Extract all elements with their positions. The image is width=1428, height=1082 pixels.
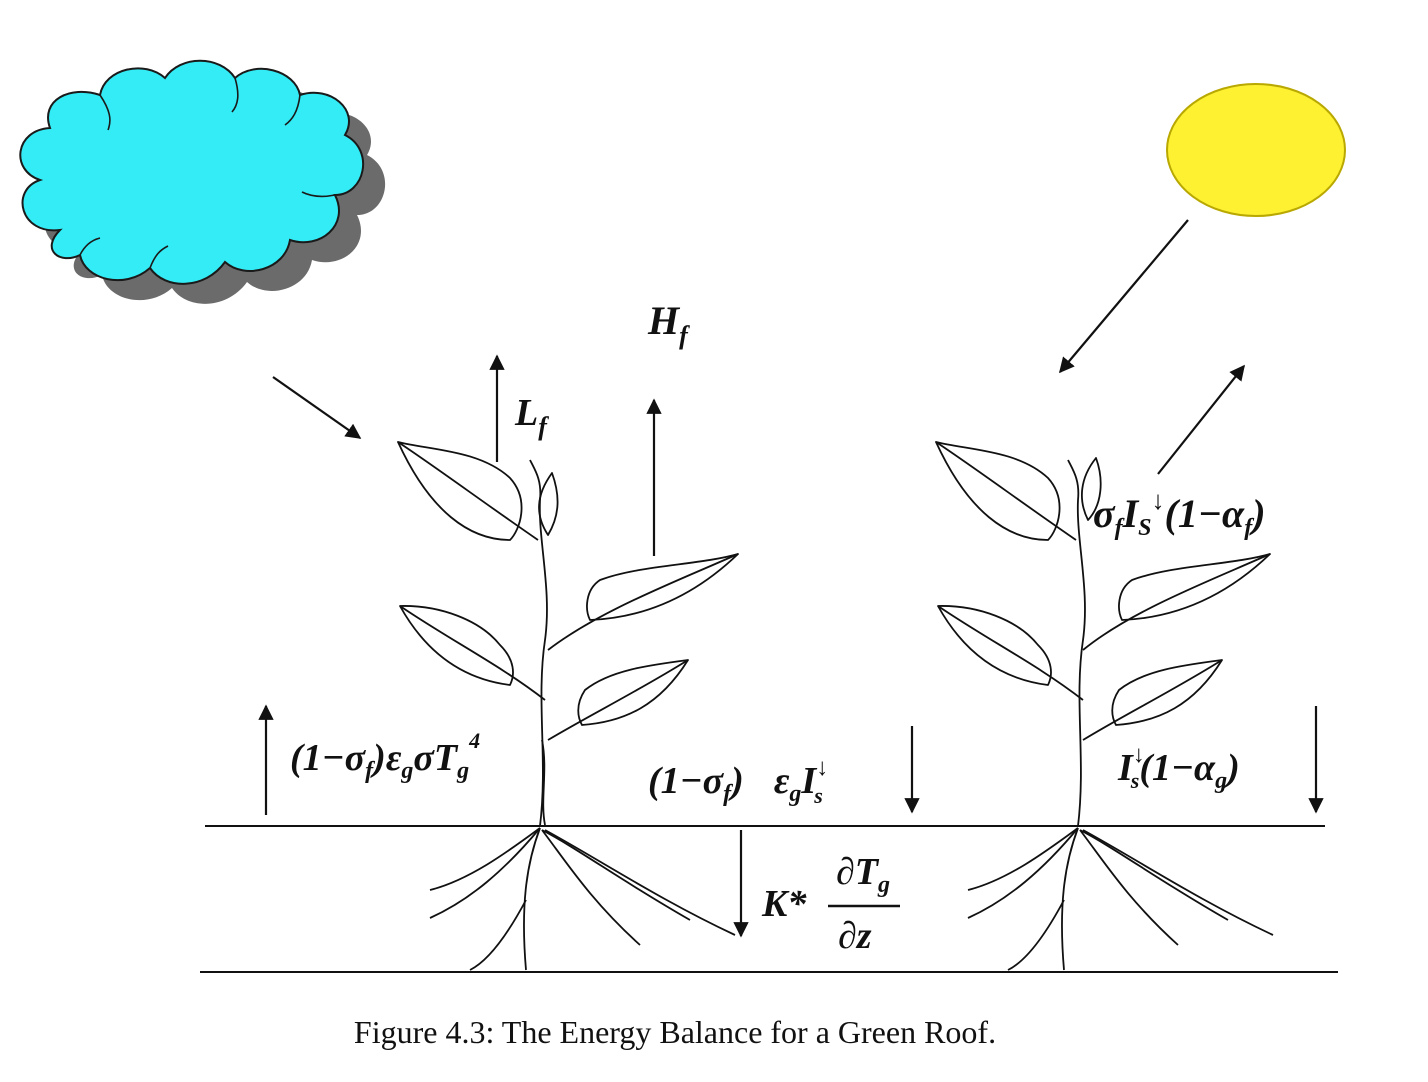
ground-emission-label: (1−σf)εgσTg4 (290, 728, 480, 784)
latent-heat-label: Lf (514, 392, 549, 441)
figure-caption: Figure 4.3: The Energy Balance for a Gre… (353, 1014, 997, 1050)
conduction-label: K* ∂Tg ∂z (761, 851, 900, 957)
plant-left (397, 441, 739, 971)
conduction-denominator: ∂z (838, 915, 872, 957)
plant-right (935, 441, 1274, 971)
sun-icon (1166, 83, 1346, 217)
conduction-numerator: ∂Tg (836, 851, 890, 898)
solar-incoming-arrow (1059, 219, 1189, 374)
conduction-k-label: K* (761, 883, 807, 925)
cloud-longwave-arrow (272, 376, 362, 439)
reflected-shortwave-arrow (1157, 364, 1245, 475)
cloud-icon (19, 59, 386, 304)
ground-shortwave-label: I↓s(1−αg) (1117, 742, 1240, 794)
foliage-shortwave-label: σfIS↓(1−αf) (1093, 486, 1266, 541)
sensible-heat-label: Hf (647, 298, 690, 350)
ground-longwave-label: (1−σf)εgI↓s (648, 755, 828, 808)
